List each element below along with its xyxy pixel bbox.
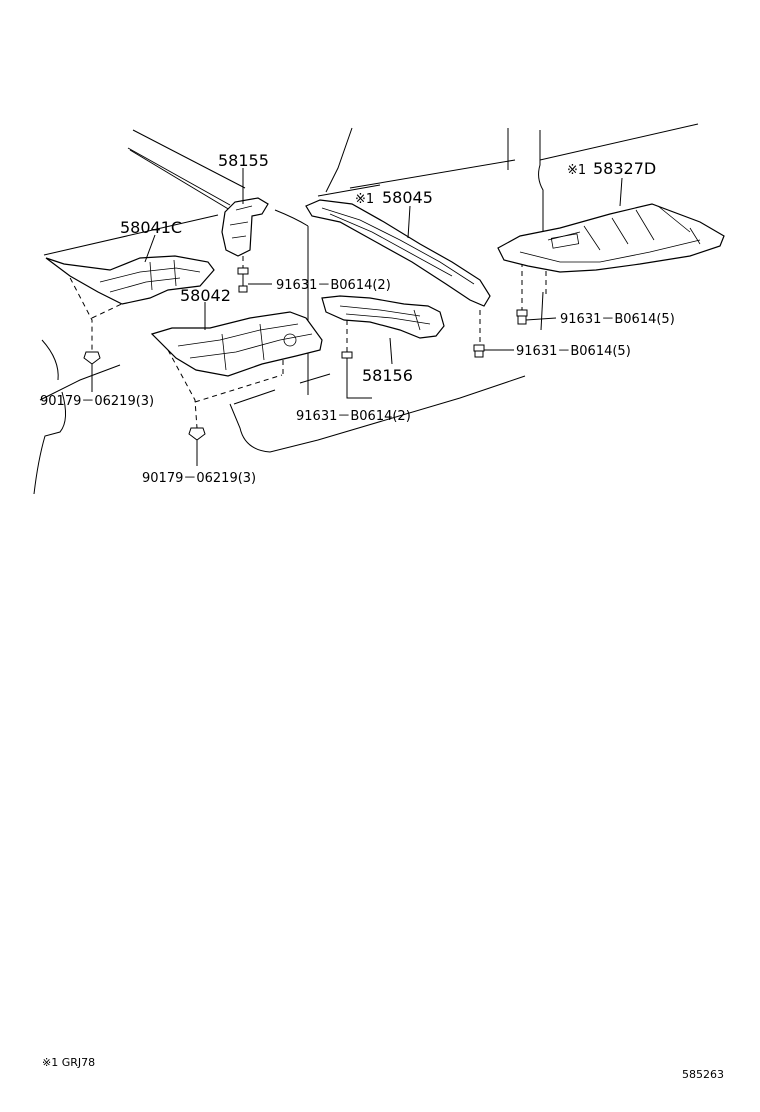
part-58327d-shape bbox=[497, 203, 725, 273]
label-clip-bottom: 90179－06219(3) bbox=[142, 471, 256, 486]
label-bolt-center-bottom: 91631－B0614(2) bbox=[296, 409, 411, 424]
fastener-clip-bottom bbox=[188, 427, 206, 441]
reference-lines bbox=[33, 123, 699, 495]
label-bolt-right-lower: 91631－B0614(5) bbox=[516, 344, 631, 359]
part-58045-shape bbox=[305, 199, 491, 307]
fastener-bolt-right-upper bbox=[516, 309, 528, 325]
fastener-bolt-center-bottom bbox=[341, 351, 353, 372]
label-part-58327d: 58327D bbox=[593, 159, 656, 178]
diagram-id: 585263 bbox=[682, 1068, 724, 1081]
label-part-58042: 58042 bbox=[180, 286, 231, 305]
label-note-mark-58045: ※1 bbox=[355, 192, 374, 207]
label-clip-left: 90179－06219(3) bbox=[40, 394, 154, 409]
part-58041c-shape bbox=[45, 255, 215, 305]
part-58042-shape bbox=[150, 311, 323, 377]
label-part-58041c: 58041C bbox=[120, 218, 182, 237]
part-58156-shape bbox=[321, 295, 445, 339]
part-58155-shape bbox=[221, 197, 269, 257]
fastener-clip-left bbox=[83, 351, 101, 365]
label-part-58156: 58156 bbox=[362, 366, 413, 385]
fastener-bolt-right-lower bbox=[473, 344, 485, 358]
leader-lines bbox=[91, 168, 623, 466]
label-bolt-right-upper: 91631－B0614(5) bbox=[560, 312, 675, 327]
label-part-58045: 58045 bbox=[382, 188, 433, 207]
footer-note: ※1 GRJ78 bbox=[42, 1056, 95, 1069]
fastener-bolt-center-top bbox=[237, 267, 249, 293]
label-note-mark-58327d: ※1 bbox=[567, 163, 586, 178]
label-part-58155: 58155 bbox=[218, 151, 269, 170]
label-bolt-center-top: 91631－B0614(2) bbox=[276, 278, 391, 293]
